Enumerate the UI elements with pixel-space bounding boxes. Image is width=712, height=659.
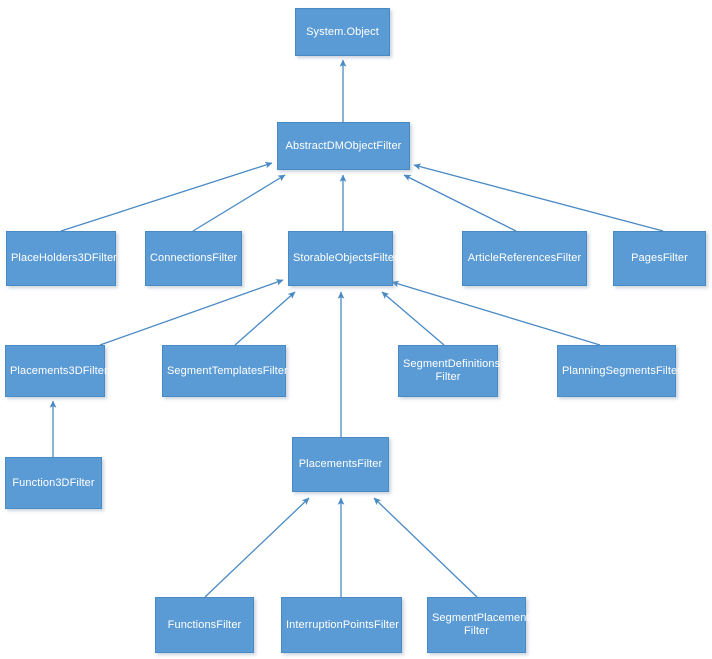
class-node-label: AbstractDMObjectFilter: [285, 139, 402, 152]
class-node-label: InterruptionPointsFilter: [286, 618, 400, 631]
inheritance-arrow-segment-definitions-filter-to-storable-objects-filter: [381, 291, 445, 346]
class-node-segment-templates-filter[interactable]: SegmentTemplatesFilter: [162, 345, 288, 397]
class-node-abstract-dm-object-filter[interactable]: AbstractDMObjectFilter: [277, 122, 410, 170]
class-node-label: PlanningSegmentsFilter: [562, 364, 681, 377]
inheritance-arrow-place-holders-3d-filter-to-abstract-dm-object-filter: [60, 161, 273, 232]
class-node-segment-placements-filter[interactable]: SegmentPlacements Filter: [427, 597, 536, 653]
class-node-label: PagesFilter: [631, 252, 688, 264]
class-node-label: Function3DFilter: [12, 476, 95, 489]
class-node-place-holders-3d-filter[interactable]: PlaceHolders3DFilter: [6, 231, 117, 286]
inheritance-arrow-article-references-filter-to-abstract-dm-object-filter: [403, 174, 517, 232]
class-node-label: PlacementsFilter: [298, 458, 383, 470]
inheritance-arrow-pages-filter-to-abstract-dm-object-filter: [413, 163, 664, 232]
class-node-storable-objects-filter[interactable]: StorableObjectsFilter: [288, 231, 398, 286]
class-node-label: Placements3DFilter: [10, 364, 108, 377]
inheritance-arrow-functions-filter-to-placements-filter: [204, 497, 310, 598]
class-node-label: SegmentTemplatesFilter: [167, 364, 288, 377]
inheritance-arrow-planning-segments-filter-to-storable-objects-filter: [391, 280, 601, 346]
inheritance-arrow-segment-templates-filter-to-storable-objects-filter: [234, 291, 296, 346]
class-node-placements-3d-filter[interactable]: Placements3DFilter: [5, 345, 108, 397]
class-node-placements-filter[interactable]: PlacementsFilter: [292, 437, 389, 492]
class-node-label: StorableObjectsFilter: [293, 252, 398, 264]
inheritance-arrow-segment-placements-filter-to-placements-filter: [373, 497, 478, 598]
class-node-connections-filter[interactable]: ConnectionsFilter: [145, 231, 242, 286]
class-node-label: SegmentPlacements Filter: [432, 612, 536, 637]
class-node-label: ArticleReferencesFilter: [467, 252, 582, 264]
class-node-pages-filter[interactable]: PagesFilter: [613, 231, 706, 286]
class-node-segment-definitions-filter[interactable]: SegmentDefinitions Filter: [398, 345, 501, 397]
class-node-functions-filter[interactable]: FunctionsFilter: [155, 597, 254, 653]
class-node-planning-segments-filter[interactable]: PlanningSegmentsFilter: [557, 345, 681, 397]
class-node-label: PlaceHolders3DFilter: [11, 252, 117, 264]
inheritance-arrow-placements-3d-filter-to-storable-objects-filter: [99, 279, 284, 346]
class-node-label: SegmentDefinitions Filter: [403, 358, 501, 383]
class-node-label: FunctionsFilter: [167, 618, 242, 631]
inheritance-arrow-connections-filter-to-abstract-dm-object-filter: [192, 174, 286, 232]
class-node-article-references-filter[interactable]: ArticleReferencesFilter: [462, 231, 587, 286]
class-node-label: System.Object: [306, 25, 379, 38]
class-node-function-3d-filter[interactable]: Function3DFilter: [5, 457, 102, 509]
class-node-interruption-points-filter[interactable]: InterruptionPointsFilter: [281, 597, 402, 653]
class-node-label: ConnectionsFilter: [150, 252, 238, 264]
class-node-system-object[interactable]: System.Object: [295, 8, 390, 56]
